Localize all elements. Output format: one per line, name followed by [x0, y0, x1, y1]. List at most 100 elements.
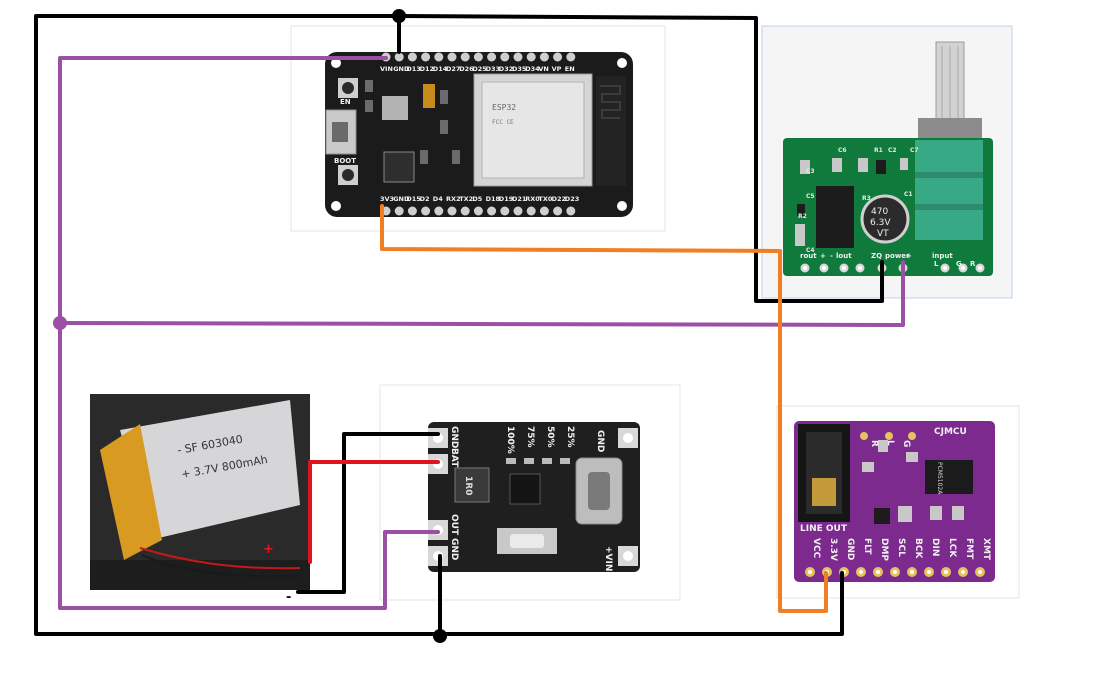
amp-silk-label: C1 [904, 191, 913, 198]
dac-pin-label: SCL [896, 538, 906, 557]
amp-pin-label: L [934, 260, 939, 268]
esp32-top-pad [513, 52, 523, 62]
dac-pad-hole [961, 570, 965, 574]
dac-pad-hole [808, 570, 812, 574]
esp32-bottom-pin-label: RX0 [525, 195, 540, 203]
esp32-bottom-pad [566, 206, 576, 216]
dac-pad-hole [893, 570, 897, 574]
battery-plus: + [263, 542, 274, 557]
esp32-top-pad [421, 52, 431, 62]
amp-pad-hole [943, 266, 947, 270]
dac-top-label: G [901, 440, 911, 447]
dac-pin-label: XMT [981, 538, 991, 561]
amp-pad-hole [822, 266, 826, 270]
charger-pin-label: GND [449, 538, 459, 560]
amp-silk-label: R3 [862, 195, 871, 202]
esp32-bottom-pin-label: D2 [420, 195, 430, 203]
esp32-top-pad [487, 52, 497, 62]
dac-pad-hole [978, 570, 982, 574]
esp32-bottom-pad [460, 206, 470, 216]
dac-pad-hole [944, 570, 948, 574]
amp-silk-label: C7 [910, 147, 919, 154]
charger-pin-label: OUT [449, 514, 459, 536]
esp32-top-pin-label: GND [393, 65, 410, 73]
esp32-bottom-pin-label: D19 [499, 195, 514, 203]
esp32-top-pin-label: EN [565, 65, 575, 73]
dac-pin-label: GND [845, 538, 855, 560]
charger-percent-label: 50% [545, 426, 555, 448]
amp-pin-label: lout [836, 252, 852, 260]
charger-gnd-right-label: GND [595, 430, 605, 452]
amp-pad-hole [842, 266, 846, 270]
amp-pin-label: - [830, 252, 833, 260]
esp32-bottom-pin-label: D23 [565, 195, 579, 203]
esp32-top-pin-label: D12 [420, 65, 434, 73]
gnd-wire-battery [296, 432, 440, 594]
amp-silk-label: C2 [888, 147, 897, 154]
charger-percent-label: 25% [565, 426, 575, 448]
esp32-top-pin-label: D35 [512, 65, 527, 73]
svg-text:ESP32: ESP32 [492, 103, 516, 112]
amp-silk-label: R1 [874, 147, 883, 154]
esp32-top-pin-label: D34 [525, 65, 540, 73]
dac-pin-label: BCK [913, 538, 923, 559]
dac-top-label: L [885, 440, 895, 446]
esp32-top-pin-label: D13 [406, 65, 420, 73]
esp32-bottom-pin-label: D15 [406, 195, 421, 203]
gnd-wire-amp [397, 14, 884, 303]
esp32-bottom-pin-label: RX2 [446, 195, 461, 203]
esp32-top-pad [473, 52, 483, 62]
esp32-top-pin-label: D25 [472, 65, 487, 73]
amp-pin-label: ZQ [871, 252, 882, 260]
charger-vin-label: +VIN [603, 546, 613, 571]
dac-pin-label: LCK [947, 538, 957, 558]
esp32-bottom-pad [539, 206, 549, 216]
dac-pin-label: FLT [862, 538, 872, 555]
amp-silk-label: C4 [806, 247, 815, 254]
charger-percent-label: 100% [505, 426, 515, 454]
esp32-bottom-pad [487, 206, 497, 216]
esp32-top-pad [407, 52, 417, 62]
amp-pin-label: rout [800, 252, 817, 260]
esp32-top-pin-label: D27 [446, 65, 460, 73]
esp32-top-pad [434, 52, 444, 62]
esp32-top-pin-label: VN [538, 65, 548, 73]
battery-positive-wire [308, 460, 440, 564]
esp32-bottom-pad [447, 206, 457, 216]
esp32-bottom-pad [526, 206, 536, 216]
esp32-bottom-pad [553, 206, 563, 216]
esp32-top-pad [447, 52, 457, 62]
esp32-top-pad [500, 52, 510, 62]
dac-brand-label: CJMCU [934, 427, 967, 437]
amp-cap-line3: VT [877, 229, 889, 239]
junction-vin-left [53, 316, 67, 330]
esp32-top-pin-label: D26 [459, 65, 474, 73]
esp32-bottom-pad [473, 206, 483, 216]
wires [34, 9, 905, 643]
amp-pad-hole [858, 266, 862, 270]
amp-pin-label: + [820, 252, 826, 260]
dac-line-out-label: LINE OUT [800, 524, 848, 534]
esp32-top-pad [553, 52, 563, 62]
dac-pin-label: DIN [930, 538, 940, 556]
amp-silk-label: C6 [838, 147, 847, 154]
junction-gnd-top [392, 9, 406, 23]
dac-pin-label: 3.3V [828, 538, 838, 561]
battery: - SF 603040 + 3.7V 800mAh + - [90, 394, 310, 605]
esp32-bottom-pin-label: 3V3 [380, 195, 394, 203]
dac-pad-hole [876, 570, 880, 574]
amp-pin-label: power [885, 252, 910, 260]
esp32-bottom-pad [421, 206, 431, 216]
esp32-top-pin-label: D14 [433, 65, 448, 73]
esp32-bottom-pin-label: D5 [472, 195, 482, 203]
charger-percent-label: 75% [525, 426, 535, 448]
dac-pin-label: VCC [811, 538, 821, 559]
dac-top-label: R [869, 440, 879, 447]
esp32-bottom-pin-label: GND [393, 195, 410, 203]
amp-silk-label: R2 [798, 213, 807, 220]
esp32-top-pin-label: VP [552, 65, 562, 73]
